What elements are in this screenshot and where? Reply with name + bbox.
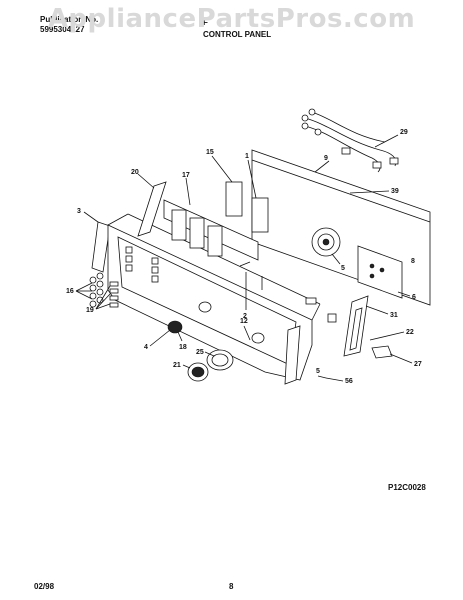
switch-housing-part — [163, 199, 259, 261]
publication-number: 5995304127 — [40, 25, 85, 34]
callout-56: 56 — [345, 378, 353, 385]
callout-2: 2 — [243, 313, 247, 320]
selector-switch-part — [225, 181, 243, 217]
callout-19: 19 — [86, 307, 94, 314]
switch-part — [251, 197, 269, 233]
callout-4: 4 — [144, 344, 148, 351]
callout-21: 21 — [173, 362, 181, 369]
callout-18: 18 — [179, 344, 187, 351]
control-board-part — [357, 245, 403, 299]
left-end-cap-part — [91, 221, 111, 273]
timer-dial-part — [206, 349, 234, 371]
push-button-set-part — [89, 272, 119, 308]
front-console-panel-part — [107, 213, 321, 385]
leader-lines — [75, 134, 413, 382]
callout-25: 25 — [196, 349, 204, 356]
knob-part — [167, 320, 183, 334]
callout-5-endcap: 5 — [316, 368, 320, 375]
wire-harness-part — [301, 108, 399, 173]
bracket-part — [371, 345, 393, 359]
brand-partial: F — [203, 18, 208, 27]
left-bracket-part — [137, 181, 167, 237]
callout-22: 22 — [406, 329, 414, 336]
clip-part — [239, 261, 251, 267]
callout-9: 9 — [324, 155, 328, 162]
callout-3: 3 — [77, 208, 81, 215]
callout-39: 39 — [391, 188, 399, 195]
publication-label: Publication No. — [40, 15, 99, 24]
callout-27: 27 — [414, 361, 422, 368]
timer-part — [311, 227, 341, 257]
rear-panel-part — [251, 149, 431, 306]
footer-date: 02/98 — [34, 582, 55, 591]
callout-8: 8 — [411, 258, 415, 265]
callout-31: 31 — [390, 312, 398, 319]
figure-code: P12C0028 — [388, 483, 426, 492]
callout-20: 20 — [131, 169, 139, 176]
callout-12: 12 — [240, 318, 248, 325]
callout-1: 1 — [245, 153, 249, 160]
callout-16: 16 — [66, 288, 74, 295]
callout-6: 6 — [412, 294, 416, 301]
timer-knob-part — [187, 362, 209, 382]
screw-part — [317, 375, 327, 379]
callout-5-timer: 5 — [341, 265, 345, 272]
callout-15: 15 — [206, 149, 214, 156]
callout-29: 29 — [400, 129, 408, 136]
section-title: CONTROL PANEL — [203, 30, 272, 39]
callout-17: 17 — [182, 172, 190, 179]
page-number: 8 — [229, 582, 234, 591]
